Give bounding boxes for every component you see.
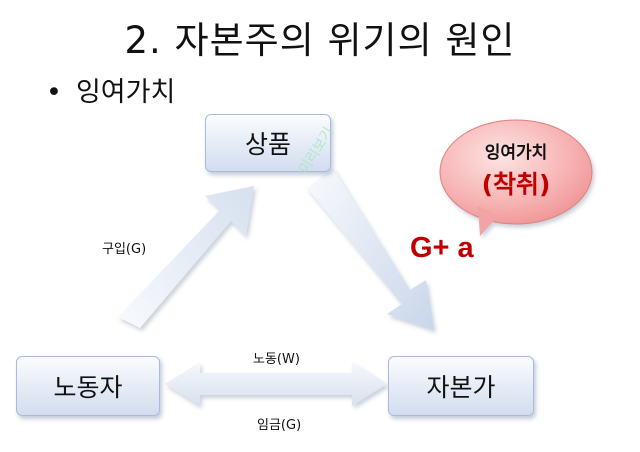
bullet-icon: •: [46, 77, 62, 108]
edge-label-purchase: 구입(G): [102, 242, 147, 257]
arrow-purchase: [118, 186, 254, 328]
callout-line1: 잉여가치: [484, 143, 548, 163]
node-worker: 노동자: [16, 356, 160, 416]
bullet-item: • 잉여가치: [46, 70, 175, 109]
callout-line2: (착취): [481, 170, 551, 199]
callout-text: 잉여가치 (착취): [444, 138, 588, 201]
node-product: 상품: [205, 114, 331, 172]
node-worker-label: 노동자: [53, 373, 123, 402]
arrow-labor-wage: [165, 362, 387, 406]
edge-label-labor: 노동(W): [253, 352, 300, 367]
node-capitalist-label: 자본가: [426, 373, 496, 402]
formula-text: G+ a: [410, 232, 474, 264]
callout-bubble: [439, 119, 593, 236]
node-capitalist: 자본가: [388, 356, 534, 416]
arrow-product-to-capitalist: [307, 168, 434, 330]
slide-title: 2. 자본주의 위기의 원인: [124, 19, 516, 62]
edge-label-wage: 임금(G): [257, 418, 302, 433]
bullet-text: 잉여가치: [75, 77, 176, 108]
node-product-label: 상품: [244, 130, 291, 159]
